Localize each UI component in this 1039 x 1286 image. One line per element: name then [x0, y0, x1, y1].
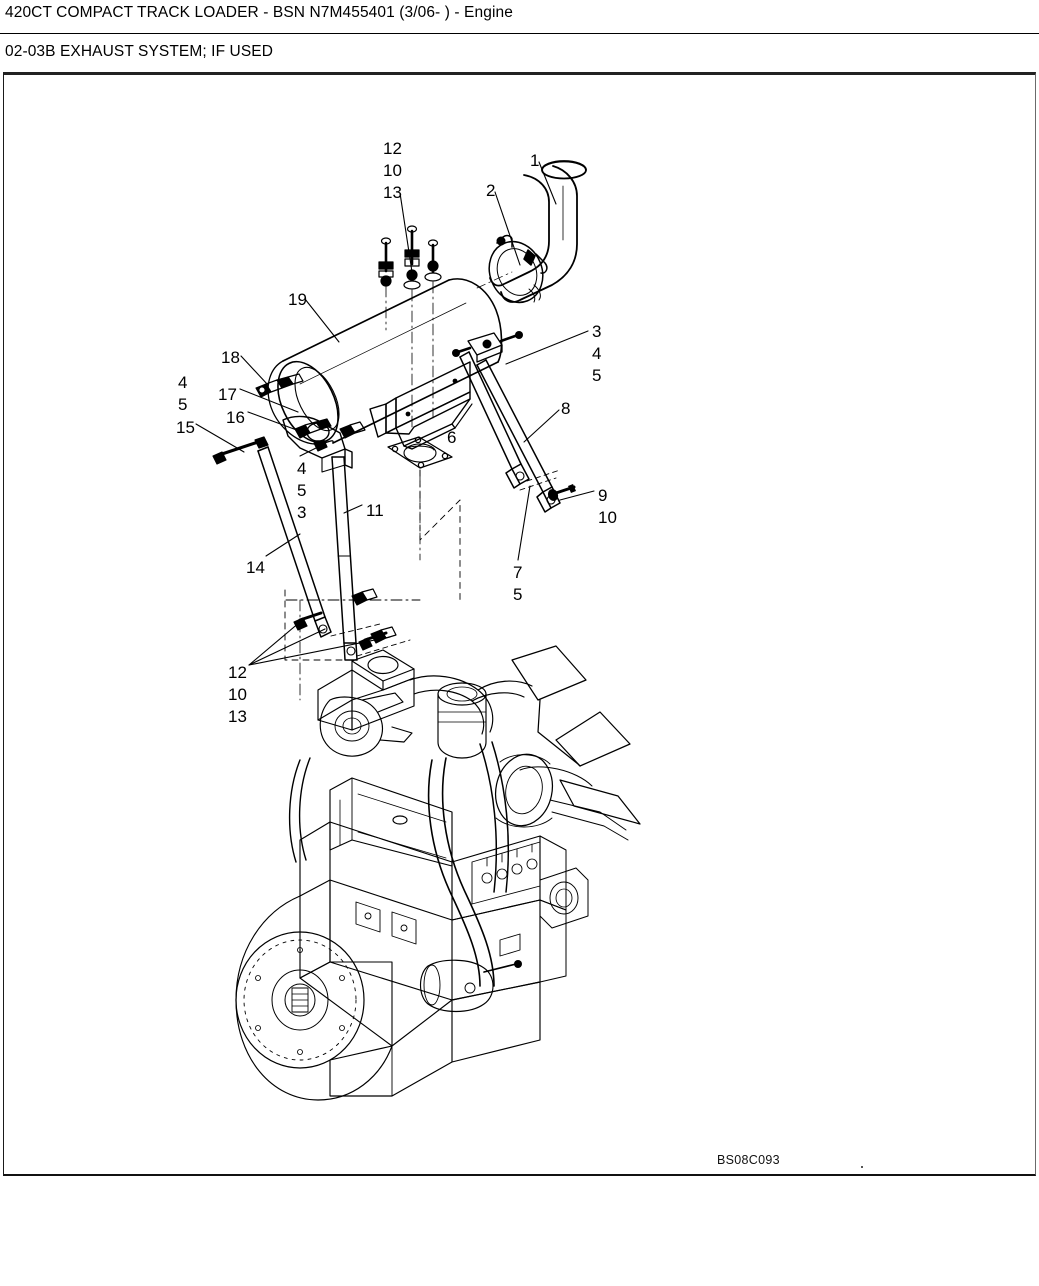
page-title: 420CT COMPACT TRACK LOADER - BSN N7M4554… — [5, 4, 513, 21]
callout-number: 13 — [228, 707, 247, 726]
callout-number: 17 — [218, 385, 237, 404]
callout-number: 4 — [178, 373, 188, 392]
callout-number: 1 — [530, 151, 540, 170]
callout-number: 15 — [176, 418, 195, 437]
callout-number: 12 — [228, 663, 247, 682]
drawing-code: BS08C093 — [717, 1153, 780, 1167]
callout-number: 4 — [297, 459, 307, 478]
callout-number: 19 — [288, 290, 307, 309]
callout-number: 10 — [228, 685, 247, 704]
callout-number: 5 — [513, 585, 523, 604]
header-divider — [0, 33, 1039, 34]
callout-number: 3 — [592, 322, 602, 341]
callout-number: 3 — [297, 503, 307, 522]
callout-number: 11 — [366, 501, 384, 520]
corner-dot-mark — [861, 1166, 863, 1168]
callout-number: 8 — [561, 399, 571, 418]
callout-number: 2 — [486, 181, 496, 200]
callout-number: 5 — [178, 395, 188, 414]
callout-number: 10 — [383, 161, 402, 180]
callout-number: 18 — [221, 348, 240, 367]
callout-number: 6 — [447, 428, 457, 447]
callout-number: 5 — [592, 366, 602, 385]
callout-number: 16 — [226, 408, 245, 427]
callout-number: 13 — [383, 183, 402, 202]
callout-number: 12 — [383, 139, 402, 158]
callout-number: 4 — [592, 344, 602, 363]
callout-number: 5 — [297, 481, 307, 500]
drawing-frame — [3, 72, 1036, 1176]
callout-number: 7 — [513, 563, 523, 582]
callout-number: 14 — [246, 558, 265, 577]
callout-number: 9 — [598, 486, 608, 505]
section-title: 02-03B EXHAUST SYSTEM; IF USED — [5, 43, 274, 60]
callout-number: 10 — [598, 508, 617, 527]
